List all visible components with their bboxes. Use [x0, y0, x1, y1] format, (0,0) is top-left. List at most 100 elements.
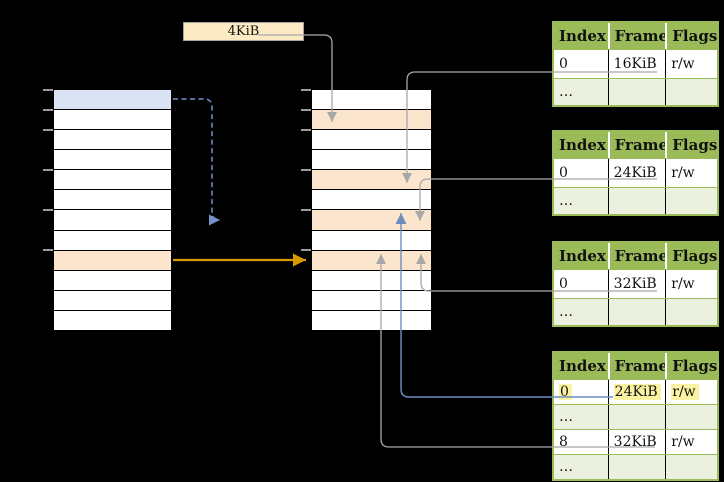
level2-page-table-header-frame: Frame	[607, 353, 665, 379]
virtual-memory-cell-1	[54, 110, 171, 131]
virtual-memory-cell-8	[54, 250, 171, 271]
page-table-32kib-header-frame: Frame	[607, 243, 665, 269]
table-value: 0	[559, 276, 568, 292]
page-table-24kib-row-1: …	[554, 187, 717, 214]
virtual-memory-stack	[53, 89, 172, 331]
level2-page-table-row-3-cell-2	[665, 455, 717, 479]
page-table-16kib-row-1: …	[554, 78, 717, 105]
physical-memory-cell-2	[312, 130, 431, 151]
level2-page-table-row-0-cell-0: 0	[554, 380, 608, 404]
level2-page-table-row-3-cell-1	[607, 455, 666, 479]
page-size-label: 4KiB	[227, 24, 260, 39]
virtual-memory-address-tick	[43, 169, 53, 171]
level2-page-table-header-flags: Flags	[665, 353, 717, 379]
level2-page-table-header-index: Index	[559, 357, 606, 375]
page-table-16kib-row-1-cell-2	[665, 79, 717, 105]
page-table-32kib-header-flags: Flags	[665, 243, 717, 269]
highlighted-value: 24KiB	[613, 384, 661, 400]
page-table-32kib-row-1-cell-2	[665, 299, 717, 325]
table-value: r/w	[671, 56, 695, 72]
virtual-memory-cell-9	[54, 270, 171, 291]
page-table-24kib-header-frame: Frame	[607, 132, 665, 158]
page-table-32kib-row-1-cell-1	[607, 299, 666, 325]
virtual-memory-cell-11	[54, 310, 171, 330]
page-table-24kib-row-1-cell-1	[607, 188, 666, 214]
virtual-memory-address-tick	[43, 129, 53, 131]
page-table-32kib-row-0: 0 32KiB r/w	[554, 269, 717, 298]
page-table-16kib-row-0-cell-1: 16KiB	[607, 50, 666, 78]
table-value: 32KiB	[613, 276, 657, 292]
page-table-16kib-header-index: Index	[559, 27, 606, 45]
level2-page-table-row-0-cell-1: 24KiB	[607, 380, 666, 404]
virtual-memory-address-tick	[43, 249, 53, 251]
page-table-16kib-row-1-cell-0: …	[554, 79, 608, 105]
level2-page-table-row-3-cell-0: …	[554, 455, 608, 479]
table-value: 24KiB	[613, 165, 657, 181]
table-value: r/w	[671, 165, 695, 181]
physical-memory-cell-6	[312, 210, 431, 231]
physical-memory-cell-0	[312, 90, 431, 111]
level2-page-table-row-2-cell-2: r/w	[665, 430, 717, 454]
virtual-memory-cell-6	[54, 210, 171, 231]
page-table-32kib-row-0-cell-1: 32KiB	[607, 270, 666, 298]
page-table-24kib-row-1-cell-0: …	[554, 188, 608, 214]
page-table-32kib-row-0-cell-0: 0	[554, 270, 608, 298]
virtual-memory-address-tick	[43, 109, 53, 111]
page-size-label-box: 4KiB	[183, 22, 304, 41]
table-value: 16KiB	[613, 56, 657, 72]
page-table-24kib-header-index: Index	[559, 136, 606, 154]
virtual-memory-cell-2	[54, 130, 171, 151]
table-value: 32KiB	[613, 434, 657, 450]
page-table-16kib-row-0-cell-2: r/w	[665, 50, 717, 78]
level2-page-table-row-2-cell-0: 8	[554, 430, 608, 454]
physical-memory-cell-8	[312, 250, 431, 271]
page-table-16kib-header-flags: Flags	[665, 23, 717, 49]
page-table-32kib-header-index: Index	[559, 247, 606, 265]
physical-memory-address-tick	[301, 209, 311, 211]
page-table-24kib-row-0-cell-2: r/w	[665, 159, 717, 187]
virtual-memory-cell-5	[54, 190, 171, 211]
physical-memory-cell-9	[312, 270, 431, 291]
page-table-32kib-row-1-cell-0: …	[554, 299, 608, 325]
virtual-memory-address-tick	[43, 89, 53, 91]
page-table-16kib-header-frame: Frame	[607, 23, 665, 49]
table-value: …	[559, 84, 573, 100]
table-value: 0	[559, 165, 568, 181]
page-table-24kib-header-flags: Flags	[665, 132, 717, 158]
table-value: …	[559, 459, 573, 475]
physical-memory-cell-7	[312, 230, 431, 251]
table-value: …	[559, 304, 573, 320]
level2-page-table-row-0-cell-2: r/w	[665, 380, 717, 404]
physical-memory-address-tick	[301, 169, 311, 171]
level2-page-table-row-3: …	[554, 454, 717, 479]
arrow-virtual-page0-translation	[173, 98, 221, 226]
virtual-memory-cell-4	[54, 170, 171, 191]
table-value: …	[559, 409, 573, 425]
level2-page-table-row-2: 8 32KiB r/w	[554, 429, 717, 454]
virtual-memory-address-tick	[43, 209, 53, 211]
physical-memory-stack	[311, 89, 432, 331]
physical-memory-address-tick	[301, 89, 311, 91]
physical-memory-cell-3	[312, 150, 431, 171]
physical-memory-cell-10	[312, 290, 431, 311]
page-table-32kib-row-0-cell-2: r/w	[665, 270, 717, 298]
page-table-24kib-row-1-cell-2	[665, 188, 717, 214]
physical-memory-address-tick	[301, 249, 311, 251]
page-table-32kib-row-1: …	[554, 298, 717, 325]
level2-page-table-row-1: …	[554, 404, 717, 429]
table-value: …	[559, 193, 573, 209]
virtual-memory-cell-0	[54, 90, 171, 111]
page-table-16kib-row-1-cell-1	[607, 79, 666, 105]
table-value: 8	[559, 434, 568, 450]
physical-memory-address-tick	[301, 129, 311, 131]
table-value: r/w	[671, 276, 695, 292]
virtual-memory-cell-7	[54, 230, 171, 251]
